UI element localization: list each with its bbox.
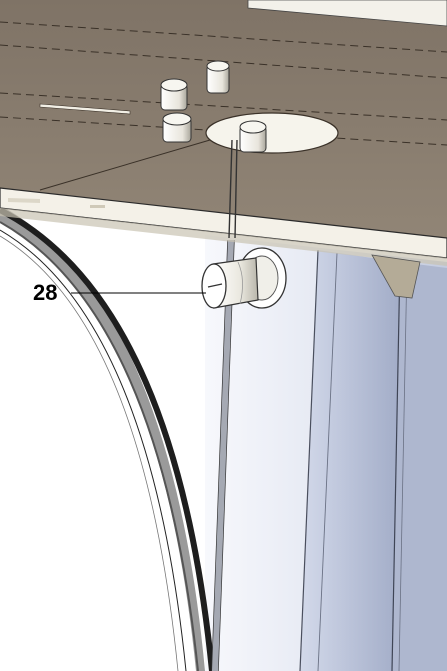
- standoff-2: [160, 78, 188, 111]
- callout-28: 28: [33, 280, 206, 305]
- curved-frame-rim: [0, 205, 215, 671]
- standoff-1: [206, 60, 230, 94]
- standoff-3: [162, 112, 192, 143]
- callout-label-28: 28: [33, 280, 57, 305]
- standoff-4: [239, 120, 267, 153]
- rod-segment: [228, 139, 233, 239]
- housing-panel: [205, 235, 447, 671]
- mounting-plate: [0, 0, 447, 299]
- bolt-head: [201, 247, 287, 309]
